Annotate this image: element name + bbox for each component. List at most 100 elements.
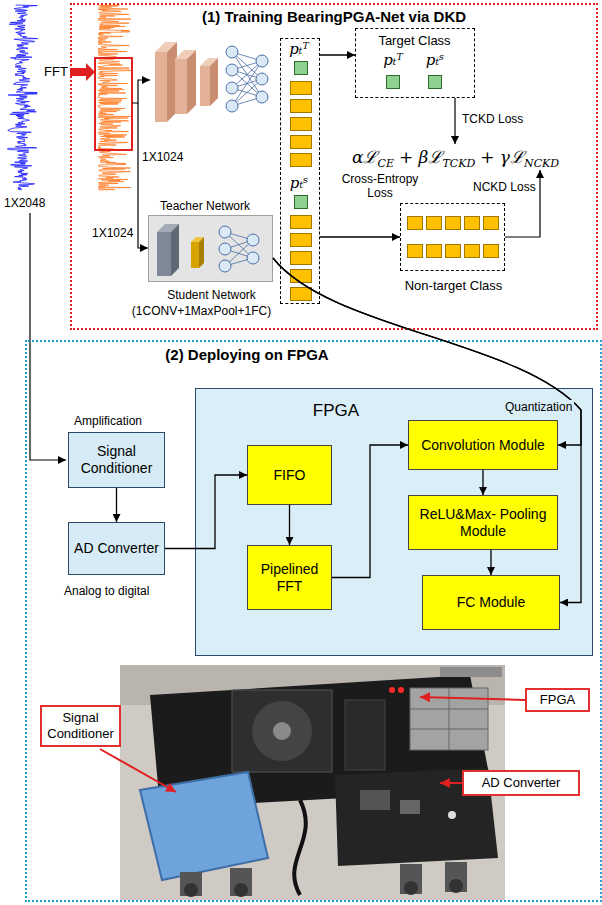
class-bar	[464, 244, 480, 258]
node-text: FPGA	[540, 692, 575, 708]
node-text: pₜˢ	[279, 174, 319, 192]
annotation-label: TCKD Loss	[462, 112, 523, 126]
class-bar	[464, 216, 480, 230]
drawing-part	[398, 687, 404, 693]
drawing-part	[226, 100, 238, 112]
spectrum-signal	[98, 5, 131, 190]
annotation-label: 1X1024	[92, 226, 133, 240]
leader-line	[100, 749, 176, 792]
class-bar	[290, 287, 312, 301]
class-bar	[483, 244, 499, 258]
node-text: FC Module	[457, 594, 525, 611]
drawing-part	[449, 879, 463, 893]
class-bar	[445, 216, 461, 230]
node-text: AD Converter	[482, 775, 561, 791]
annotation-label: Cross-Entropy Loss	[335, 172, 425, 201]
drawing-part	[400, 864, 422, 894]
annotation-label: 1X2048	[4, 196, 45, 210]
teacher-network-drawing	[155, 42, 268, 122]
class-bar	[386, 75, 400, 89]
class-bar	[426, 244, 442, 258]
module-box: Convolution Module	[408, 420, 558, 470]
formula-term: CE	[377, 157, 393, 170]
student-network-box: Student Network(1CONV+1MaxPool+1FC)	[148, 215, 273, 282]
class-bar	[290, 117, 312, 131]
module-box: FIFO	[247, 445, 332, 505]
annotation-label: Analog to digital	[64, 584, 149, 598]
loss-formula: αℒCE + βℒTCKD + γℒNCKD	[352, 146, 559, 171]
drawing-part	[400, 800, 420, 814]
drawing-part	[389, 687, 395, 693]
photo-callout: AD Converter	[462, 770, 580, 796]
formula-term: αℒ	[352, 147, 377, 167]
drawing-part	[256, 55, 268, 67]
drawing-part	[175, 59, 187, 114]
annotation-label: Amplification	[74, 414, 142, 428]
formula-term: + βℒ	[399, 147, 442, 167]
node-text: Non-target Class	[386, 278, 521, 294]
vibration-signal	[7, 5, 38, 190]
drawing-part	[273, 722, 291, 740]
photo-callout: FPGA	[525, 688, 590, 712]
drawing-part	[120, 665, 505, 900]
drawing-part	[187, 50, 196, 114]
leader-line	[420, 697, 525, 700]
drawing-part	[226, 82, 238, 94]
drawing-part	[247, 234, 259, 246]
node-text: Pipelined FFT	[252, 561, 327, 595]
node-text: pₜᵀ	[376, 51, 410, 69]
formula-term: TCKD	[442, 157, 475, 170]
hardware-photo	[120, 665, 505, 900]
drawing-part	[199, 237, 204, 268]
node-text: Convolution Module	[421, 437, 545, 454]
drawing-part	[360, 790, 390, 810]
drawing-part	[226, 64, 238, 76]
class-bar	[290, 269, 312, 283]
fft-arrow	[70, 63, 95, 81]
class-bar	[290, 153, 312, 167]
drawing-part	[149, 216, 272, 281]
annotation-label: FFT	[44, 64, 68, 80]
class-bar	[407, 216, 423, 230]
module-box: FC Module	[422, 575, 560, 630]
photo-callout: Signal Conditioner	[40, 705, 121, 747]
process-box: AD Converter	[68, 522, 165, 575]
class-bar	[483, 216, 499, 230]
class-bar	[290, 135, 312, 149]
class-bar	[290, 251, 312, 265]
class-bar	[294, 61, 308, 75]
drawing-part	[180, 872, 202, 896]
connector	[116, 488, 117, 522]
formula-term: + γℒ	[480, 147, 524, 167]
node-text: Signal Conditioner	[46, 710, 115, 741]
node-text: pₜᵀ	[279, 40, 319, 58]
drawing-part	[157, 232, 171, 276]
class-bar	[426, 216, 442, 230]
module-box: ReLU&Max- Pooling Module	[408, 495, 558, 550]
formula-term: NCKD	[524, 157, 559, 170]
drawing-part	[256, 73, 268, 85]
node-text: FPGA	[296, 401, 376, 421]
drawing-part	[230, 868, 252, 896]
drawing-part	[404, 881, 418, 895]
node-text: (1CONV+1MaxPool+1FC)	[104, 304, 299, 318]
class-bar	[445, 244, 461, 258]
annotation-label: Teacher Network	[160, 199, 250, 213]
drawing-part	[171, 224, 179, 276]
drawing-part	[252, 701, 312, 761]
process-box: Signal Conditioner	[68, 432, 165, 488]
drawing-part	[184, 883, 198, 897]
annotation-label: NCKD Loss	[473, 180, 536, 194]
drawing-part	[234, 883, 248, 897]
target-class-box: Target Classpₜᵀpₜˢ	[355, 28, 475, 98]
connector	[320, 54, 355, 55]
module-box: Pipelined FFT	[247, 545, 332, 610]
node-text: Student Network	[119, 288, 304, 302]
fpga-region: FPGA FIFO Pipelined FFT Convolution ModuleR…	[195, 388, 593, 656]
input-line	[132, 80, 150, 103]
drawing-part	[210, 58, 218, 106]
drawing-part	[155, 52, 167, 122]
annotation-label: 1X1024	[142, 150, 183, 164]
